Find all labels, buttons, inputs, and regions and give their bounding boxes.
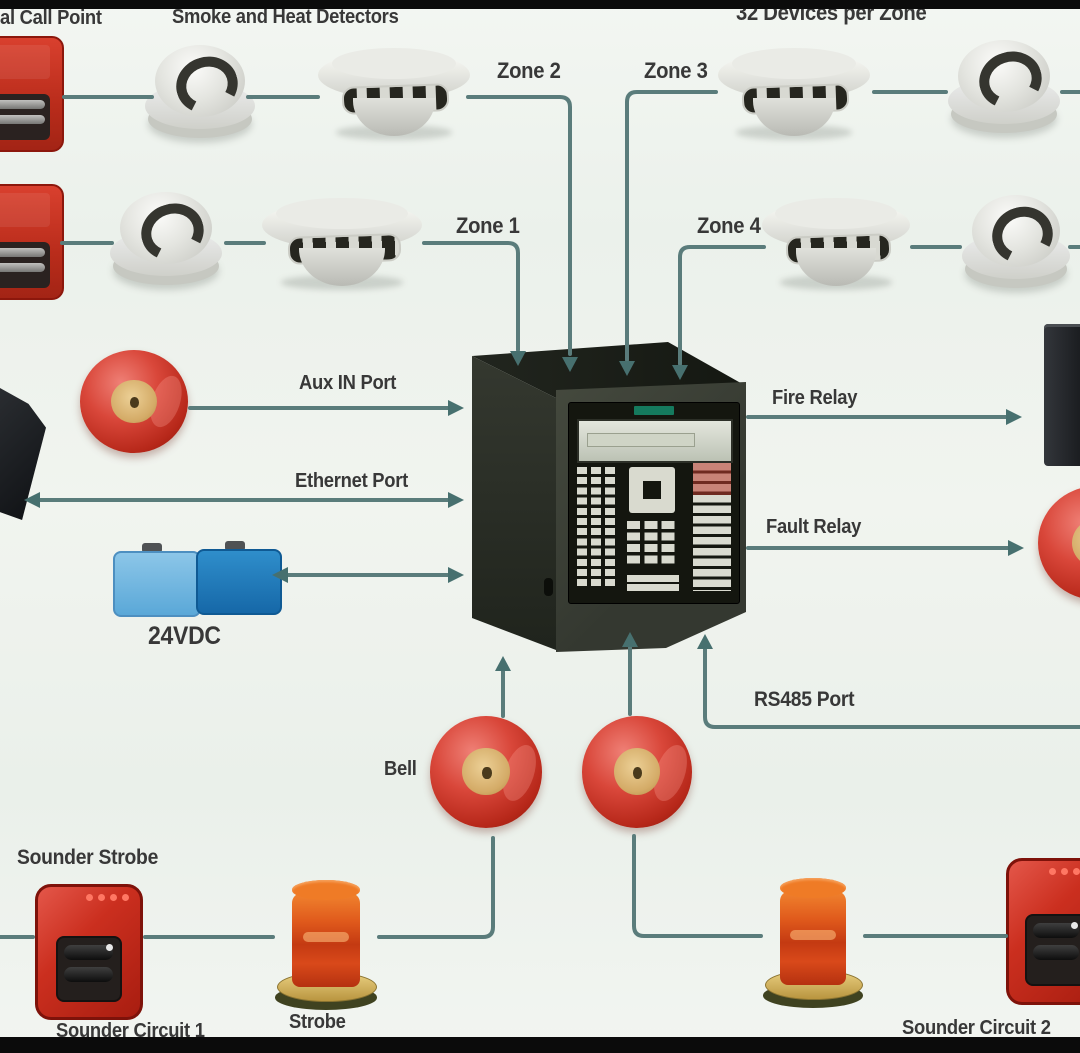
- laptop-device: [0, 388, 46, 520]
- strobe-beacon-1: [275, 880, 377, 1010]
- label-zone-2: Zone 2: [497, 58, 561, 83]
- label-sounder-strobe: Sounder Strobe: [17, 846, 159, 869]
- battery-terminal: [142, 543, 162, 553]
- label-24vdc: 24VDC: [148, 622, 221, 650]
- label-zone-4: Zone 4: [697, 213, 761, 238]
- sounder-strobe-2: [1006, 858, 1080, 1005]
- top-frame-bar: [0, 0, 1080, 9]
- sounder-strobe-1: [35, 884, 143, 1020]
- label-fire-relay: Fire Relay: [772, 387, 858, 409]
- label-zone-1: Zone 1: [456, 213, 520, 238]
- manual-call-point-2: [0, 184, 64, 300]
- strobe-beacon-2: [763, 878, 863, 1008]
- panel-keypad-red-leds: [693, 463, 731, 495]
- label-sounder-circuit-1: Sounder Circuit 1: [56, 1020, 205, 1042]
- label-sounder-circuit-2: Sounder Circuit 2: [902, 1017, 1051, 1039]
- smoke-detector-zone3: [718, 48, 870, 140]
- label-fault-relay: Fault Relay: [766, 516, 862, 538]
- label-aux-in-port: Aux IN Port: [299, 372, 397, 394]
- smoke-detector-zone2: [318, 48, 470, 140]
- heat-detector-zone2: [145, 45, 255, 140]
- panel-keypad-middle: [627, 521, 679, 567]
- alarm-bell-2: [582, 716, 693, 831]
- heat-detector-zone4: [962, 195, 1070, 290]
- label-smoke-and-heat-detectors: Smoke and Heat Detectors: [172, 6, 399, 28]
- label-rs485-port: RS485 Port: [754, 688, 855, 711]
- battery-terminal: [225, 541, 245, 551]
- heat-detector-zone1: [110, 192, 222, 287]
- bottom-frame-bar: [0, 1037, 1080, 1053]
- alarm-bell-aux: [80, 350, 188, 456]
- alarm-bell-1: [430, 716, 543, 831]
- fire-relay-device: [1044, 324, 1080, 466]
- manual-call-point-1: [0, 36, 64, 152]
- arrow-fault-relay: [1008, 540, 1024, 556]
- battery-24vdc-2: [196, 549, 282, 615]
- label-manual-call-point: al Call Point: [0, 7, 102, 29]
- panel-nav-pad: [629, 467, 675, 513]
- smoke-detector-zone1: [262, 198, 422, 290]
- panel-keypad-wide: [627, 575, 679, 593]
- label-zone-3: Zone 3: [644, 58, 708, 83]
- arrow-fire-relay: [1006, 409, 1022, 425]
- label-ethernet-port: Ethernet Port: [295, 470, 408, 492]
- panel-bezel: [568, 402, 740, 604]
- panel-brand-badge: [634, 406, 674, 415]
- fire-alarm-control-panel: [460, 330, 755, 660]
- heat-detector-zone3: [948, 40, 1060, 135]
- battery-24vdc-1: [113, 551, 201, 617]
- panel-lcd-display: [577, 419, 733, 463]
- smoke-detector-zone4: [762, 198, 910, 290]
- panel-keypad-left: [577, 467, 619, 589]
- label-bell: Bell: [384, 758, 417, 780]
- label-strobe: Strobe: [289, 1011, 346, 1033]
- fault-relay-bell: [1038, 486, 1080, 604]
- panel-left-face: [472, 356, 556, 650]
- panel-lock-icon: [544, 578, 553, 596]
